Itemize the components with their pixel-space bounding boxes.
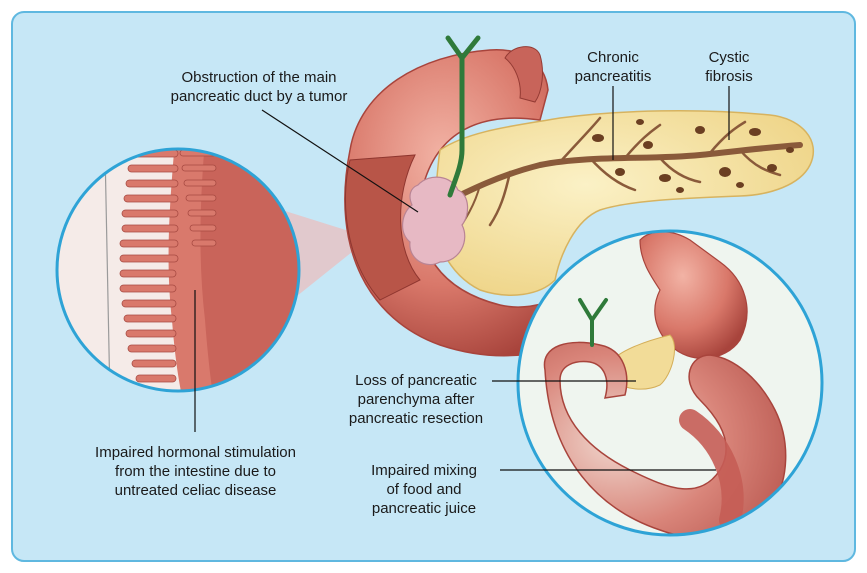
blood-vessel: [445, 35, 481, 198]
label-mixing: Impaired mixing of food and pancreatic j…: [354, 461, 494, 518]
label-tumor-line-2: pancreatic duct by a tumor: [170, 88, 348, 105]
label-celiac: Impaired hormonal stimulation from the i…: [68, 443, 323, 500]
label-chronic-line-1: Chronic: [587, 49, 639, 66]
pancreas-cysts: [592, 119, 794, 193]
villi: [119, 149, 217, 383]
label-cystic-fibrosis: Cystic fibrosis: [684, 48, 774, 86]
leader-lines: [194, 86, 730, 471]
label-cystic-line-1: Cystic: [708, 49, 750, 66]
stomach-opening: [504, 46, 543, 103]
label-cystic-line-2: fibrosis: [705, 68, 753, 85]
label-tumor-line-1: Obstruction of the main: [181, 69, 337, 86]
label-resection: Loss of pancreatic parenchyma after panc…: [336, 371, 496, 428]
label-resection-line-3: pancreatic resection: [348, 410, 484, 427]
pancreas-body: [433, 109, 815, 296]
tumor: [402, 176, 469, 266]
label-chronic-pancreatitis: Chronic pancreatitis: [558, 48, 668, 86]
label-mixing-line-1: Impaired mixing: [371, 462, 477, 479]
label-tumor: Obstruction of the main pancreatic duct …: [146, 68, 372, 106]
pancreas-stomach-group: [344, 35, 815, 357]
label-celiac-line-2: from the intestine due to: [115, 463, 276, 480]
label-resection-line-1: Loss of pancreatic: [355, 372, 477, 389]
label-celiac-line-1: Impaired hormonal stimulation: [95, 444, 296, 461]
pancreatic-duct: [437, 116, 803, 236]
left-magnifier: [55, 147, 301, 393]
label-mixing-line-3: pancreatic juice: [371, 500, 477, 517]
label-mixing-line-2: of food and: [386, 481, 462, 498]
label-chronic-line-2: pancreatitis: [574, 68, 652, 85]
label-celiac-line-3: untreated celiac disease: [114, 482, 277, 499]
duodenum-wall: [344, 154, 421, 301]
label-resection-line-2: parenchyma after: [357, 391, 475, 408]
